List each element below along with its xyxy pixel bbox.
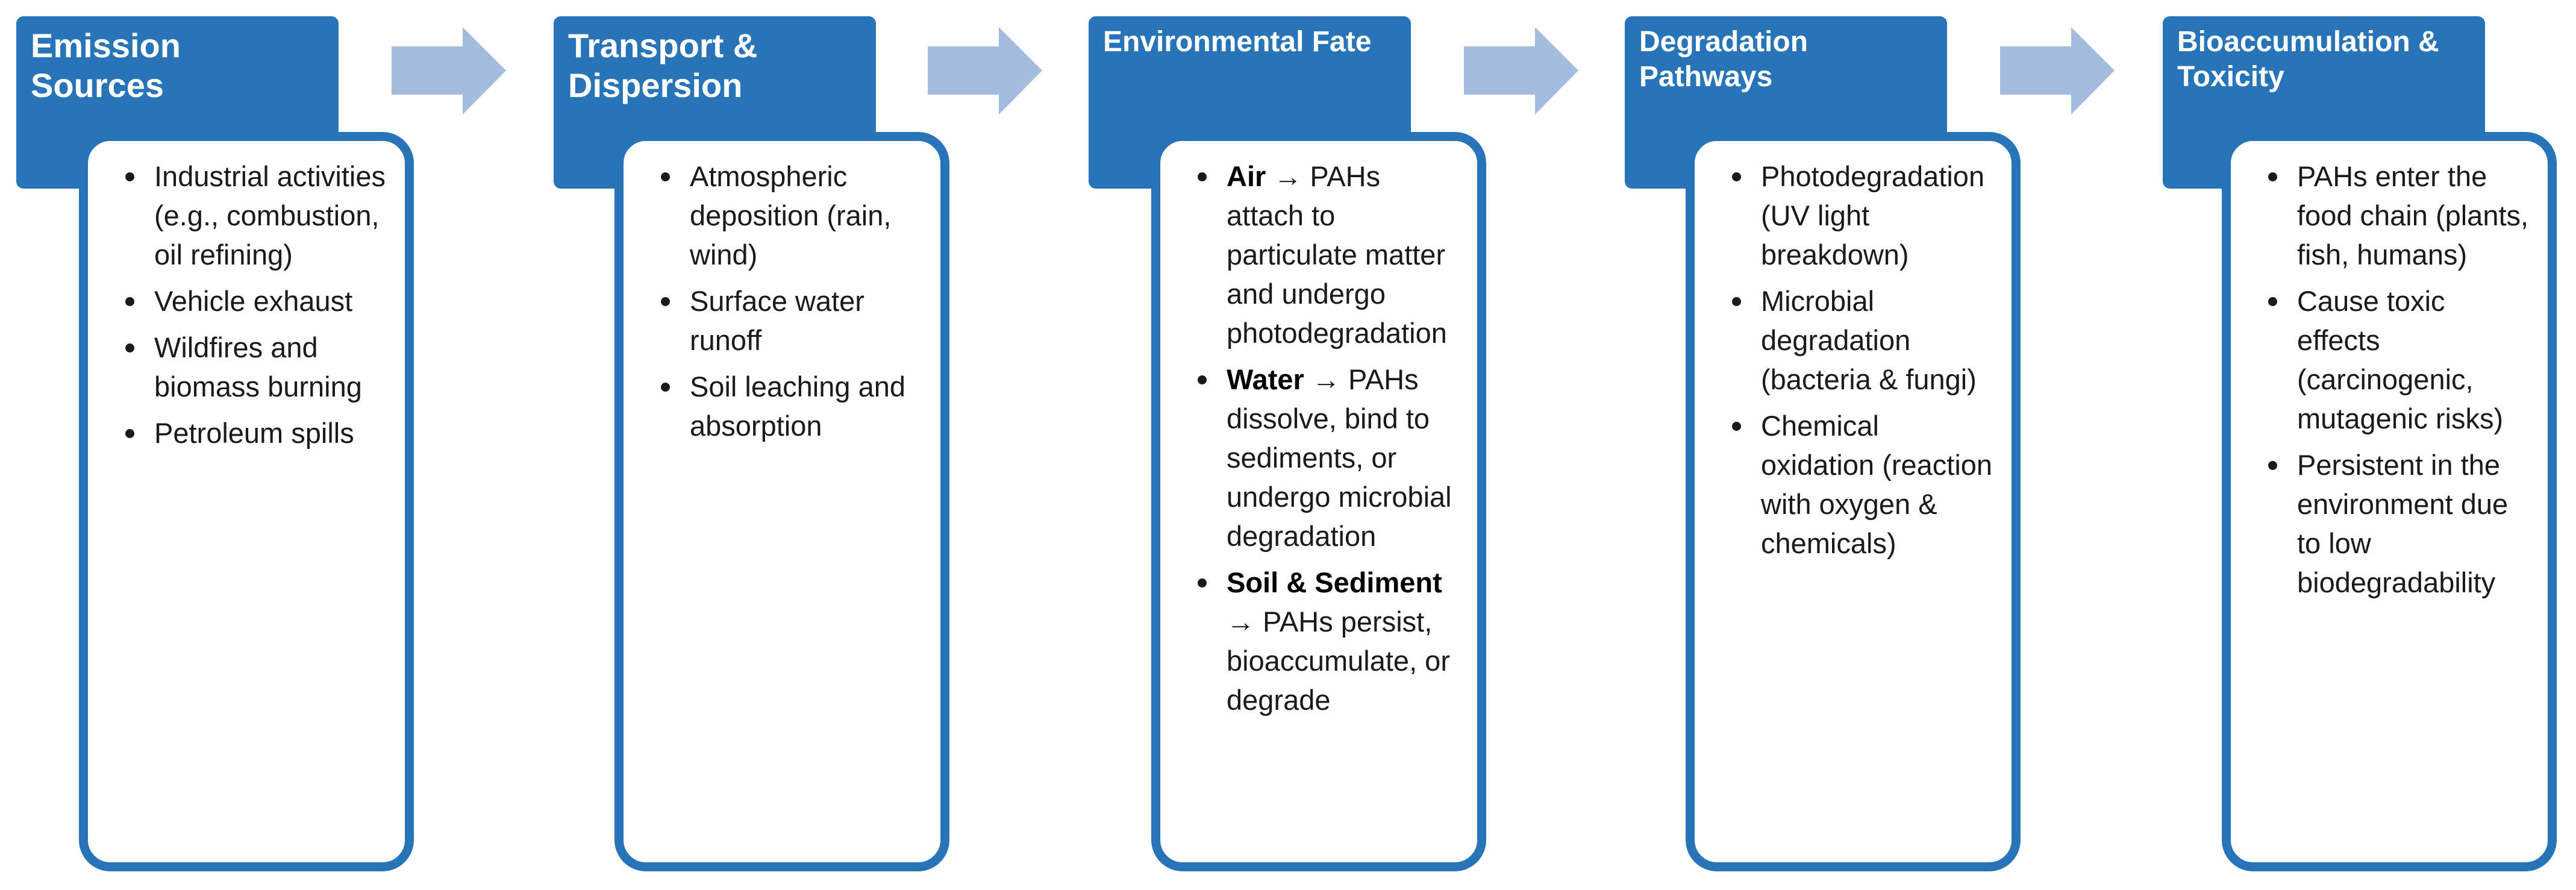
stage-list: Photodegradation (UV light breakdown) Mi… xyxy=(1701,157,1993,563)
stage-title-line: Degradation xyxy=(1639,26,1809,58)
stage-title-line: Bioaccumulation & xyxy=(2177,26,2439,58)
list-item: Soil & Sediment → PAHs persist, bioaccum… xyxy=(1198,563,1459,719)
item-text: Cause toxic effects (carcinogenic, mutag… xyxy=(2297,285,2504,434)
item-text: → PAHs dissolve, bind to sediments, or u… xyxy=(1227,363,1452,552)
list-item: Wildfires and biomass burning xyxy=(125,328,387,406)
list-item: Chemical oxidation (reaction with oxygen… xyxy=(1732,406,1993,563)
stage-card-transport-dispersion: Atmospheric deposition (rain, wind) Surf… xyxy=(614,132,949,871)
stage-list: Atmospheric deposition (rain, wind) Surf… xyxy=(630,157,922,445)
item-text: Chemical oxidation (reaction with oxygen… xyxy=(1761,410,1993,559)
list-item: Persistent in the environment due to low… xyxy=(2268,445,2530,602)
item-bold-label: Soil & Sediment xyxy=(1227,566,1442,598)
list-item: Cause toxic effects (carcinogenic, mutag… xyxy=(2268,281,2530,438)
list-item: Vehicle exhaust xyxy=(125,281,387,321)
list-item: Soil leaching and absorption xyxy=(661,367,922,445)
stage-title-line: Toxicity xyxy=(2177,61,2284,93)
stage-title-line: Pathways xyxy=(1639,61,1773,93)
item-text: Microbial degradation (bacteria & fungi) xyxy=(1761,285,1977,395)
stage-list: Industrial activities (e.g., combustion,… xyxy=(94,157,387,453)
flow-arrow-icon xyxy=(2000,27,2115,114)
item-text: PAHs enter the food chain (plants, fish,… xyxy=(2297,160,2529,271)
flow-arrow-icon xyxy=(1464,27,1578,114)
item-bold-label: Water xyxy=(1227,363,1304,395)
stage-card-bioaccumulation-toxicity: PAHs enter the food chain (plants, fish,… xyxy=(2222,132,2557,871)
stage-header-environmental-fate: Environmental Fate xyxy=(1089,16,1411,189)
stage-card-degradation-pathways: Photodegradation (UV light breakdown) Mi… xyxy=(1686,132,2021,871)
list-item: Surface water runoff xyxy=(661,281,922,360)
list-item: Microbial degradation (bacteria & fungi) xyxy=(1732,281,1993,399)
item-text: Surface water runoff xyxy=(690,285,864,356)
stage-title-line: Emission xyxy=(31,27,181,64)
stage-title-line: Transport & xyxy=(568,27,758,64)
item-bold-label: Air xyxy=(1227,160,1266,192)
list-item: Water → PAHs dissolve, bind to sediments… xyxy=(1198,360,1459,556)
item-text: Petroleum spills xyxy=(154,417,354,449)
stage-card-emission-sources: Industrial activities (e.g., combustion,… xyxy=(79,132,414,871)
item-text: Wildfires and biomass burning xyxy=(154,331,362,403)
list-item: Petroleum spills xyxy=(125,413,387,453)
item-text: Persistent in the environment due to low… xyxy=(2297,449,2509,598)
stage-title-line: Sources xyxy=(31,66,164,104)
flow-arrow-icon xyxy=(928,27,1042,114)
item-text: → PAHs attach to particulate matter and … xyxy=(1227,160,1447,349)
list-item: Photodegradation (UV light breakdown) xyxy=(1732,157,1993,274)
item-text: Atmospheric deposition (rain, wind) xyxy=(690,160,892,271)
stage-card-environmental-fate: Air → PAHs attach to particulate matter … xyxy=(1151,132,1486,871)
stage-title-line: Environmental Fate xyxy=(1103,26,1372,58)
item-text: Photodegradation (UV light breakdown) xyxy=(1761,160,1985,271)
item-text: Industrial activities (e.g., combustion,… xyxy=(154,160,386,271)
stage-list: Air → PAHs attach to particulate matter … xyxy=(1166,157,1459,719)
item-text: Soil leaching and absorption xyxy=(690,371,905,442)
item-text: → PAHs persist, bioaccumulate, or degrad… xyxy=(1227,606,1450,716)
list-item: PAHs enter the food chain (plants, fish,… xyxy=(2268,157,2530,274)
stage-title-line: Dispersion xyxy=(568,66,743,104)
list-item: Industrial activities (e.g., combustion,… xyxy=(125,157,387,274)
stage-list: PAHs enter the food chain (plants, fish,… xyxy=(2237,157,2530,602)
item-text: Vehicle exhaust xyxy=(154,285,353,317)
list-item: Atmospheric deposition (rain, wind) xyxy=(661,157,922,274)
flow-arrow-icon xyxy=(392,27,506,114)
list-item: Air → PAHs attach to particulate matter … xyxy=(1198,157,1459,353)
